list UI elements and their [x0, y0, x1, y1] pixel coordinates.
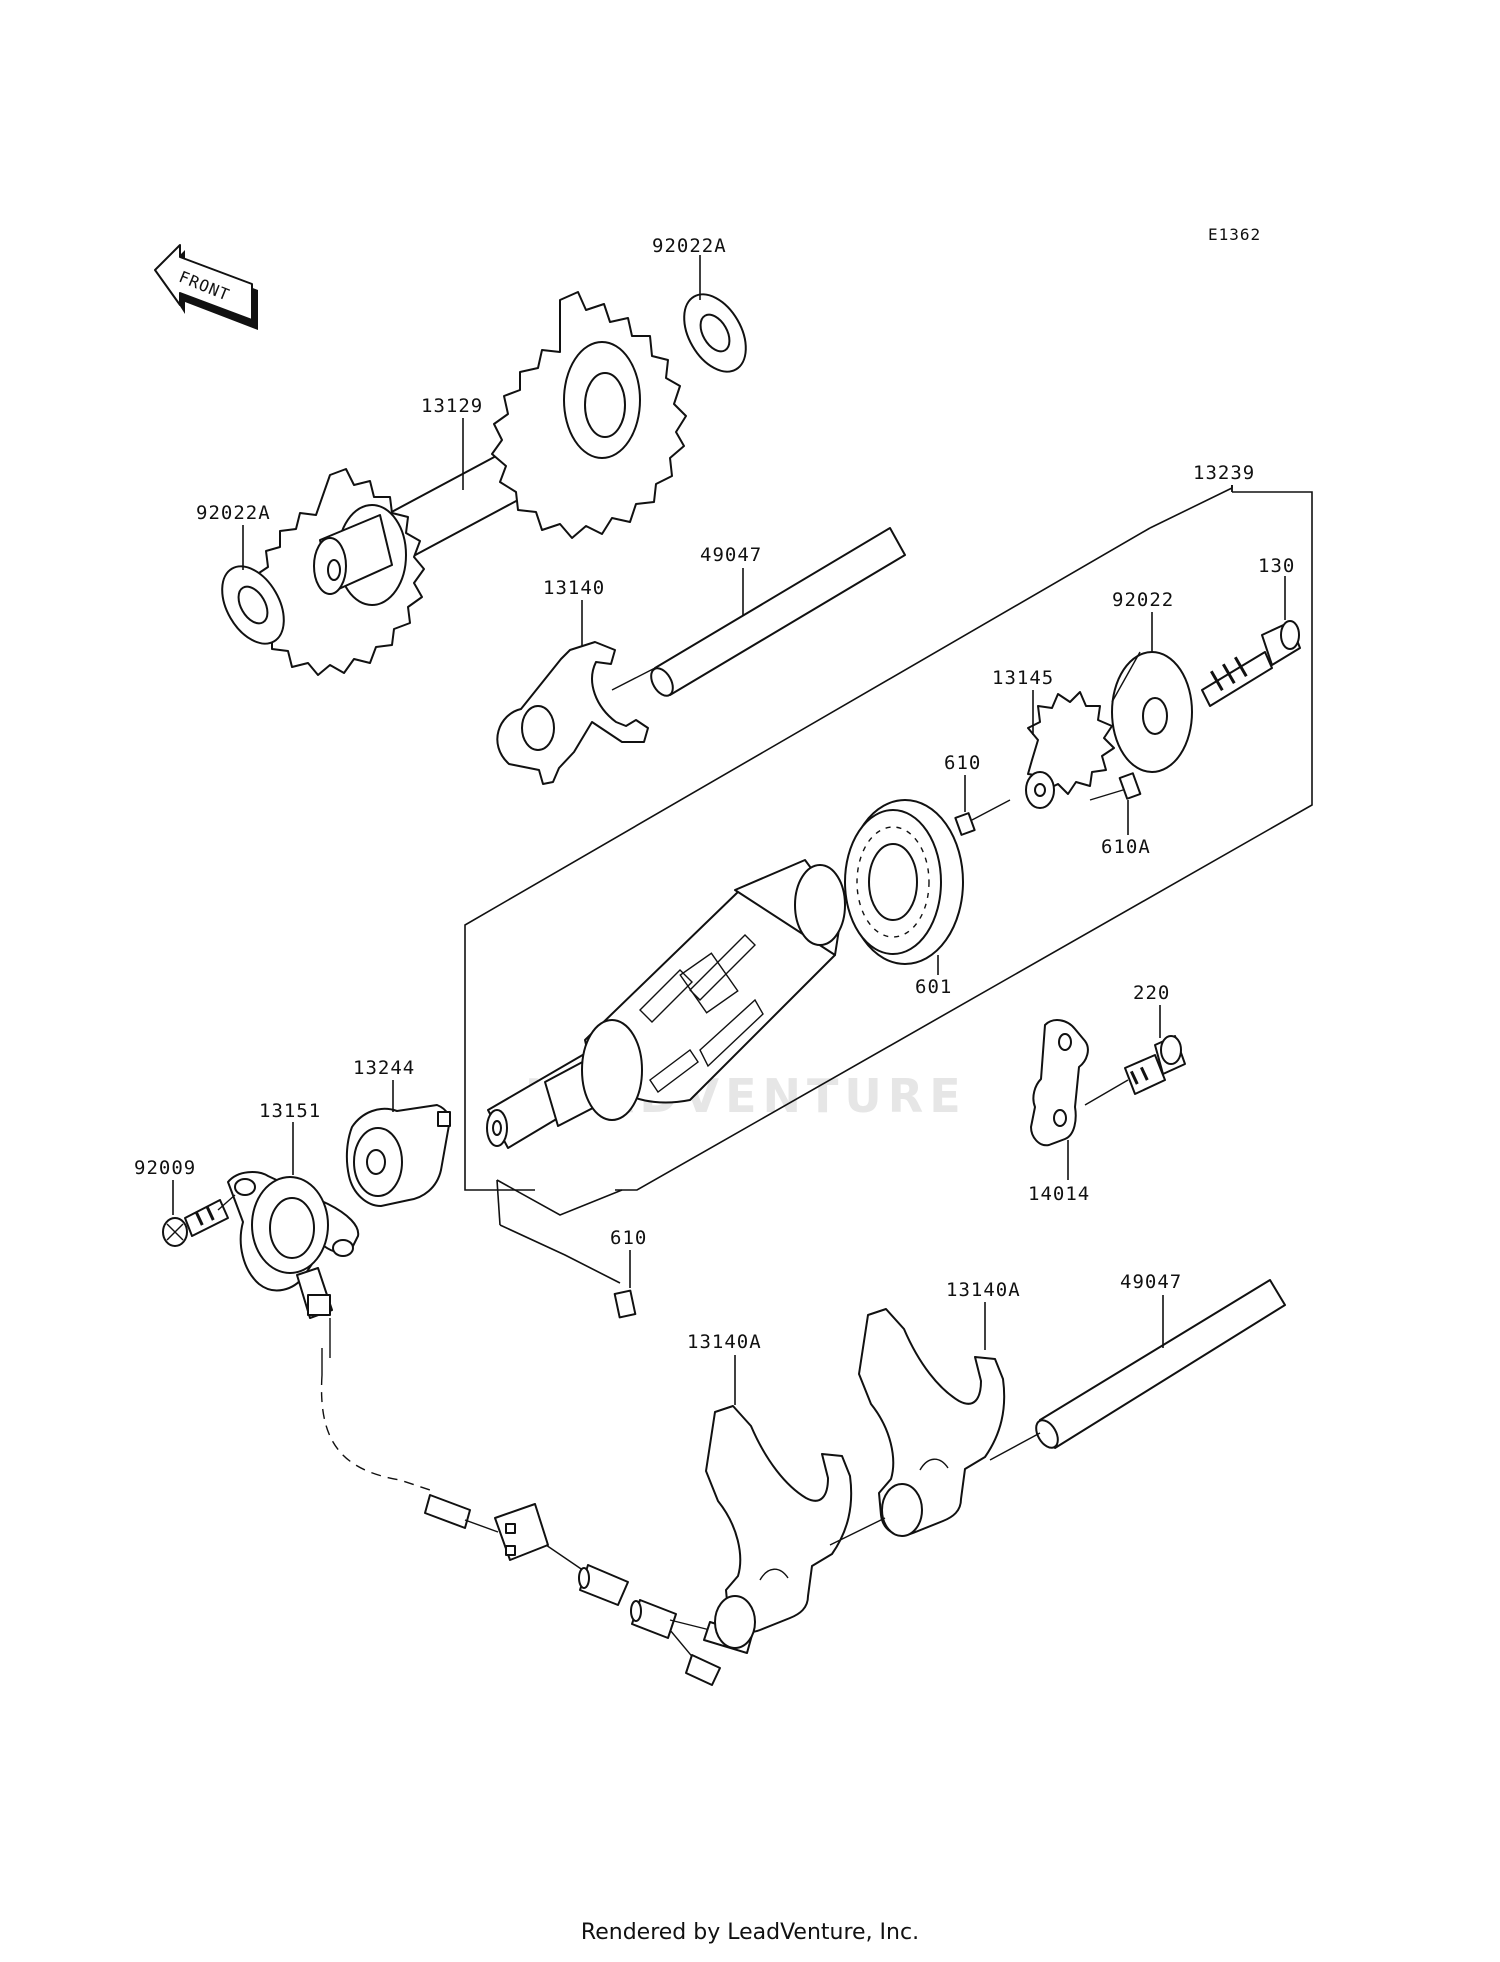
callout-92022[interactable]: 92022 [1112, 589, 1174, 611]
callout-13140[interactable]: 13140 [543, 577, 605, 599]
callout-13129[interactable]: 13129 [421, 395, 483, 417]
cam-plate-13244[interactable] [345, 1104, 451, 1207]
plate-14014[interactable] [1030, 1019, 1089, 1147]
shift-cam-13145[interactable] [1025, 691, 1115, 809]
callout-13244[interactable]: 13244 [353, 1057, 415, 1079]
wiring-harness [320, 1374, 753, 1686]
callout-610a[interactable]: 610A [1101, 836, 1151, 858]
shift-fork-13140a-left[interactable] [705, 1405, 853, 1649]
front-arrow-icon: FRONT [154, 244, 258, 330]
screw-92009[interactable] [162, 1199, 229, 1247]
callout-92009[interactable]: 92009 [134, 1157, 196, 1179]
gear-shaft-13129[interactable] [251, 291, 687, 676]
washer-92022a-left[interactable] [209, 556, 296, 655]
callout-13145[interactable]: 13145 [992, 667, 1054, 689]
shift-fork-13140a-right[interactable] [858, 1308, 1006, 1537]
callout-49047-bottom[interactable]: 49047 [1120, 1271, 1182, 1293]
callout-92022a-left[interactable]: 92022A [196, 502, 271, 524]
callout-13151[interactable]: 13151 [259, 1100, 321, 1122]
washer-92022a-top[interactable] [671, 284, 758, 383]
assembly-frame [615, 491, 1313, 1191]
rod-49047-lower[interactable] [1032, 1279, 1286, 1451]
rod-49047-upper[interactable] [647, 527, 906, 699]
callout-610-bottom[interactable]: 610 [610, 1227, 647, 1249]
callout-13239[interactable]: 13239 [1193, 462, 1255, 484]
callout-220[interactable]: 220 [1133, 982, 1170, 1004]
pin-610-top[interactable] [954, 812, 976, 836]
gear-position-sensor-13151[interactable] [227, 1171, 360, 1319]
shift-drum[interactable] [486, 859, 846, 1149]
diagram-code: E1362 [1208, 225, 1261, 244]
pin-610a[interactable] [1118, 772, 1142, 800]
callout-130[interactable]: 130 [1258, 555, 1295, 577]
footer-credit: Rendered by LeadVenture, Inc. [580, 1920, 920, 1945]
bearing-601[interactable] [844, 799, 964, 965]
bolt-130[interactable] [1201, 620, 1301, 707]
bolt-220[interactable] [1124, 1035, 1186, 1095]
callout-14014[interactable]: 14014 [1028, 1183, 1090, 1205]
callout-13140a-left[interactable]: 13140A [687, 1331, 762, 1353]
callout-49047-top[interactable]: 49047 [700, 544, 762, 566]
callout-610-top[interactable]: 610 [944, 752, 981, 774]
callout-601[interactable]: 601 [915, 976, 952, 998]
pin-610-bottom[interactable] [613, 1289, 637, 1319]
callout-92022a-top[interactable]: 92022A [652, 235, 727, 257]
rear-gear [491, 291, 687, 539]
washer-92022[interactable] [1111, 651, 1193, 773]
callout-13140a-right[interactable]: 13140A [946, 1279, 1021, 1301]
shift-fork-13140-upper[interactable] [496, 641, 656, 785]
